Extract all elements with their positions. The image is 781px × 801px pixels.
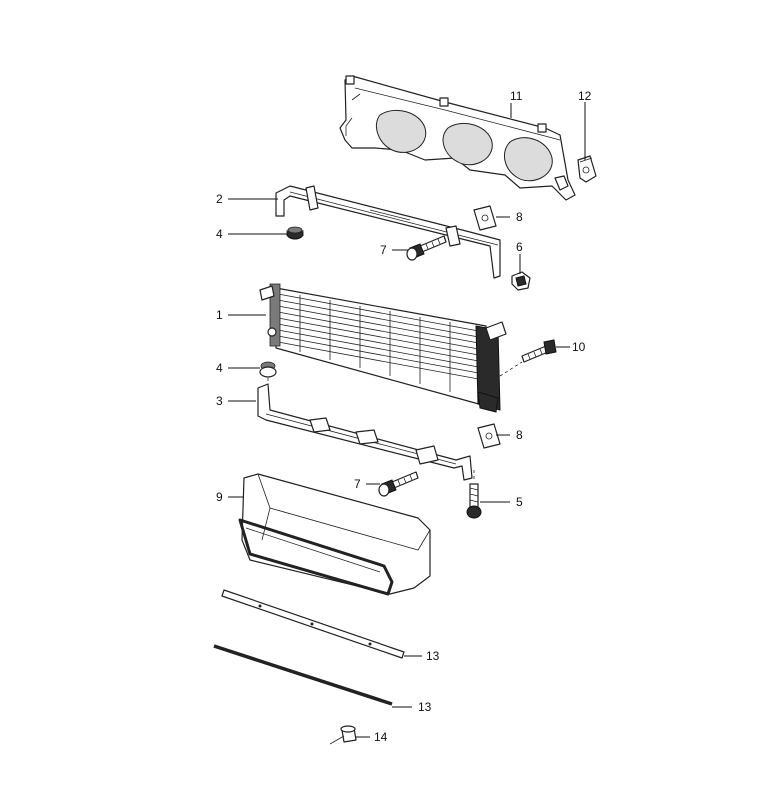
callout-7-lower: 7 [354, 477, 361, 491]
callout-11: 11 [510, 89, 523, 103]
callout-1: 1 [216, 308, 223, 322]
callout-2: 2 [216, 192, 223, 206]
rubber-mount-part-4-lower [259, 361, 277, 392]
callout-5: 5 [516, 495, 523, 509]
sealing-strip-part-13-upper [221, 589, 405, 659]
bolt-part-5 [466, 470, 482, 519]
radiator-core-fins [277, 293, 485, 392]
callout-4-upper: 4 [216, 227, 223, 241]
callout-13-lower: 13 [418, 700, 432, 714]
callout-12: 12 [578, 89, 592, 103]
radiator-part-1 [259, 283, 507, 413]
callout-8-upper: 8 [516, 210, 523, 224]
bolt-part-10 [499, 339, 557, 377]
rivet-part-14 [329, 725, 357, 745]
callout-14: 14 [374, 730, 388, 744]
clip-nut-part-12 [577, 155, 597, 183]
leader-lines [228, 102, 586, 738]
clip-part-8-upper [473, 205, 497, 231]
callout-3: 3 [216, 394, 223, 408]
callout-10: 10 [572, 340, 586, 354]
rubber-mount-part-4-upper [286, 226, 304, 240]
clip-part-8-lower [477, 423, 501, 449]
upper-bracket-part-2 [275, 185, 501, 279]
bolt-part-7-lower [378, 471, 419, 497]
upper-air-duct-part-11 [339, 75, 576, 201]
callout-4-lower: 4 [216, 361, 223, 375]
callout-9: 9 [216, 490, 223, 504]
nut-part-6 [511, 271, 531, 291]
callout-8-lower: 8 [516, 428, 523, 442]
callout-6: 6 [516, 240, 523, 254]
bolt-part-7-upper [406, 235, 447, 261]
lower-air-duct-part-9 [238, 473, 431, 596]
sealing-strip-part-13-lower [213, 644, 393, 706]
callout-7-upper: 7 [380, 243, 387, 257]
callout-labels: 11 12 2 8 4 6 7 1 10 4 3 8 7 9 5 13 13 1… [216, 89, 592, 744]
lower-bracket-part-3 [257, 383, 473, 481]
callout-13-upper: 13 [426, 649, 440, 663]
